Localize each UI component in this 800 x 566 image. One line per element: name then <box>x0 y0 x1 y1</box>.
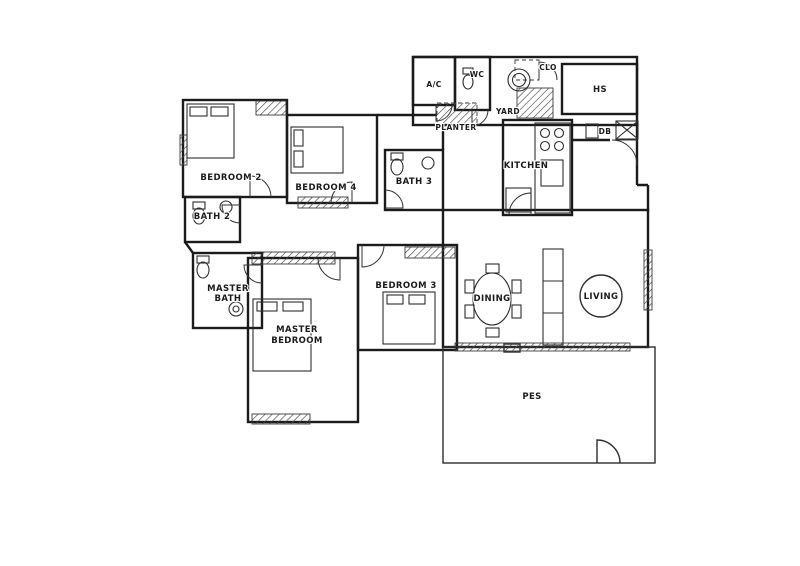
master-bath-sink <box>228 301 244 317</box>
master-bath-label-line1: MASTER <box>207 284 249 294</box>
dining-chair <box>511 279 522 294</box>
living-label: LIVING <box>584 292 619 302</box>
wall-connectors <box>184 113 650 254</box>
bath-3-outline <box>383 148 445 212</box>
bedroom-2-label: BEDROOM 2 <box>200 173 261 183</box>
living-label-circle <box>579 274 623 318</box>
planter-label: PLANTER <box>435 123 476 132</box>
bedroom-3-outline <box>356 243 459 352</box>
clo-label: CLO <box>539 63 557 72</box>
kitchen-fridge <box>505 187 532 213</box>
dining-set <box>464 263 522 338</box>
ac-label: A/C <box>426 80 441 89</box>
hs-label: HS <box>593 85 607 95</box>
bath-2-outline <box>183 195 242 244</box>
bath-2-door <box>221 204 241 224</box>
master-bedroom-label-line1: MASTER <box>276 325 318 335</box>
pes-outline <box>442 346 656 464</box>
kitchen-outline <box>501 118 574 217</box>
bath-2-label: BATH 2 <box>194 212 231 222</box>
entry-cabinet-x-box <box>615 120 639 140</box>
db-label: DB <box>599 127 612 136</box>
doors <box>221 61 638 284</box>
kitchen-cabinet-hatch <box>516 87 554 119</box>
bath-3-sink <box>421 156 435 170</box>
dining-chair <box>485 263 500 274</box>
master-bedroom-window-hatch <box>251 413 311 425</box>
bedroom-4-bed <box>290 126 344 174</box>
master-bed <box>252 298 312 372</box>
main-entry-door <box>611 139 638 166</box>
bedroom-3-wardrobe-hatch <box>404 246 456 259</box>
master-bedroom-door <box>317 257 341 281</box>
stove-burner <box>553 140 565 152</box>
dining-label: DINING <box>474 294 511 304</box>
master-bath-door <box>243 264 263 284</box>
wc-door <box>471 109 489 127</box>
bedroom-4-door <box>330 181 353 204</box>
living-dining-outline <box>441 208 650 349</box>
hs-room-outline <box>560 62 639 116</box>
stove-burner <box>539 127 551 139</box>
room-labels: BEDROOM 2 BEDROOM 4 BATH 3 BATH 2 MASTER… <box>193 62 620 403</box>
kitchen-label: KITCHEN <box>504 161 549 171</box>
dining-chair <box>511 304 522 319</box>
living-right-window-hatch <box>643 249 653 311</box>
master-bath-outline <box>191 251 264 330</box>
sofa <box>542 248 564 346</box>
bedroom-4-window-hatch <box>297 196 349 209</box>
dining-chair <box>485 327 500 338</box>
master-bedroom-label-line2: BEDROOM <box>271 336 323 346</box>
bedroom-2-door <box>249 175 272 198</box>
washing-machine <box>507 68 531 92</box>
wc-toilet <box>462 67 474 90</box>
dining-chair <box>464 279 475 294</box>
kitchen-counter <box>534 122 571 214</box>
wc-label: WC <box>470 70 485 79</box>
ac-door <box>435 104 453 122</box>
pes-label: PES <box>522 392 541 402</box>
master-bath-label-line2: BATH <box>215 294 242 304</box>
bath-3-door <box>384 189 404 209</box>
clo-door <box>538 61 558 81</box>
pes-gate <box>596 439 621 464</box>
windows-and-wardrobes <box>179 59 653 425</box>
bath-3-label: BATH 3 <box>396 177 433 187</box>
db-box <box>585 123 599 139</box>
planter-hatch <box>436 102 478 126</box>
bedroom-4-label: BEDROOM 4 <box>295 183 356 193</box>
bedroom-3-bed <box>382 291 436 345</box>
bedroom-2-bed <box>186 103 235 159</box>
bedroom-2-window-hatch <box>179 134 188 166</box>
corridor-wardrobe-hatch <box>251 251 336 265</box>
fixtures <box>186 67 639 372</box>
bedroom-3-label: BEDROOM 3 <box>375 281 436 291</box>
bath-2-toilet <box>192 201 206 225</box>
clo-closet-box <box>514 59 540 81</box>
stove-burner <box>553 127 565 139</box>
pes-terrace <box>442 343 656 464</box>
stove-burner <box>539 140 551 152</box>
yard-label: YARD <box>495 107 520 116</box>
dining-chair <box>464 304 475 319</box>
bath-3-toilet <box>390 152 404 176</box>
bedroom-3-door <box>361 244 385 268</box>
bath-2-sink <box>219 200 233 214</box>
bedroom-2-wardrobe-hatch <box>255 100 287 116</box>
master-bath-toilet <box>196 255 210 279</box>
